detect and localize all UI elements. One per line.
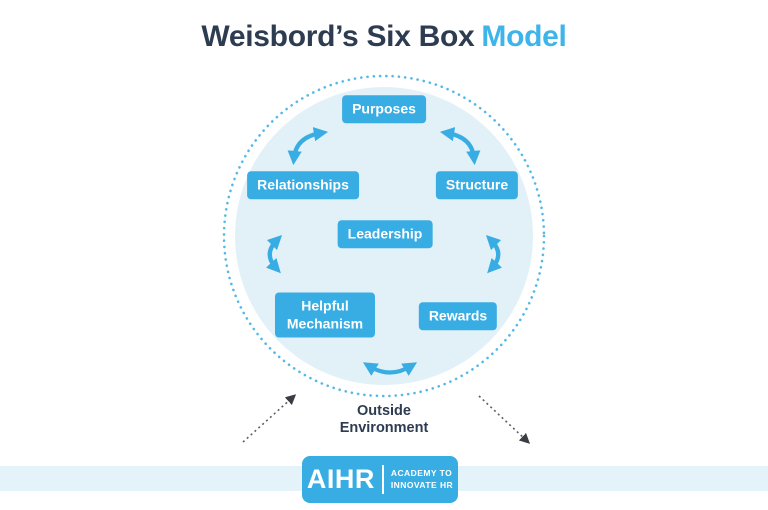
box-structure: Structure xyxy=(435,171,519,199)
page-title-main: Weisbord’s Six Box xyxy=(201,20,475,53)
aihr-logo-divider xyxy=(381,465,384,494)
aihr-logo: AIHR ACADEMY TO INNOVATE HR xyxy=(302,456,458,503)
box-rewards: Rewards xyxy=(418,302,498,330)
dashed-arrow-right-outward-icon xyxy=(478,395,531,444)
box-relationships: Relationships xyxy=(247,171,359,199)
box-purposes: Purposes xyxy=(342,95,426,123)
page-title-accent: Model xyxy=(481,20,567,53)
box-leadership: Leadership xyxy=(337,220,433,248)
curved-double-arrow-helpful-mechanism-rewards-icon xyxy=(362,362,418,376)
curved-double-arrow-relationships-helpful-mechanism-icon xyxy=(265,234,283,274)
aihr-logo-name: AIHR xyxy=(306,464,375,494)
dashed-arrow-left-inward-icon xyxy=(242,394,297,443)
aihr-logo-tagline: ACADEMY TO INNOVATE HR xyxy=(391,468,453,490)
aihr-tagline-line2: INNOVATE HR xyxy=(390,479,454,490)
outside-environment-label: Outside Environment xyxy=(339,403,429,437)
aihr-tagline-line1: ACADEMY TO xyxy=(390,468,453,479)
curved-double-arrow-structure-rewards-icon xyxy=(485,234,503,274)
curved-double-arrow-purposes-structure-icon xyxy=(439,127,481,166)
curved-double-arrow-purposes-relationships-icon xyxy=(287,127,329,166)
box-helpful-mechanism: Helpful Mechanism xyxy=(275,292,375,338)
